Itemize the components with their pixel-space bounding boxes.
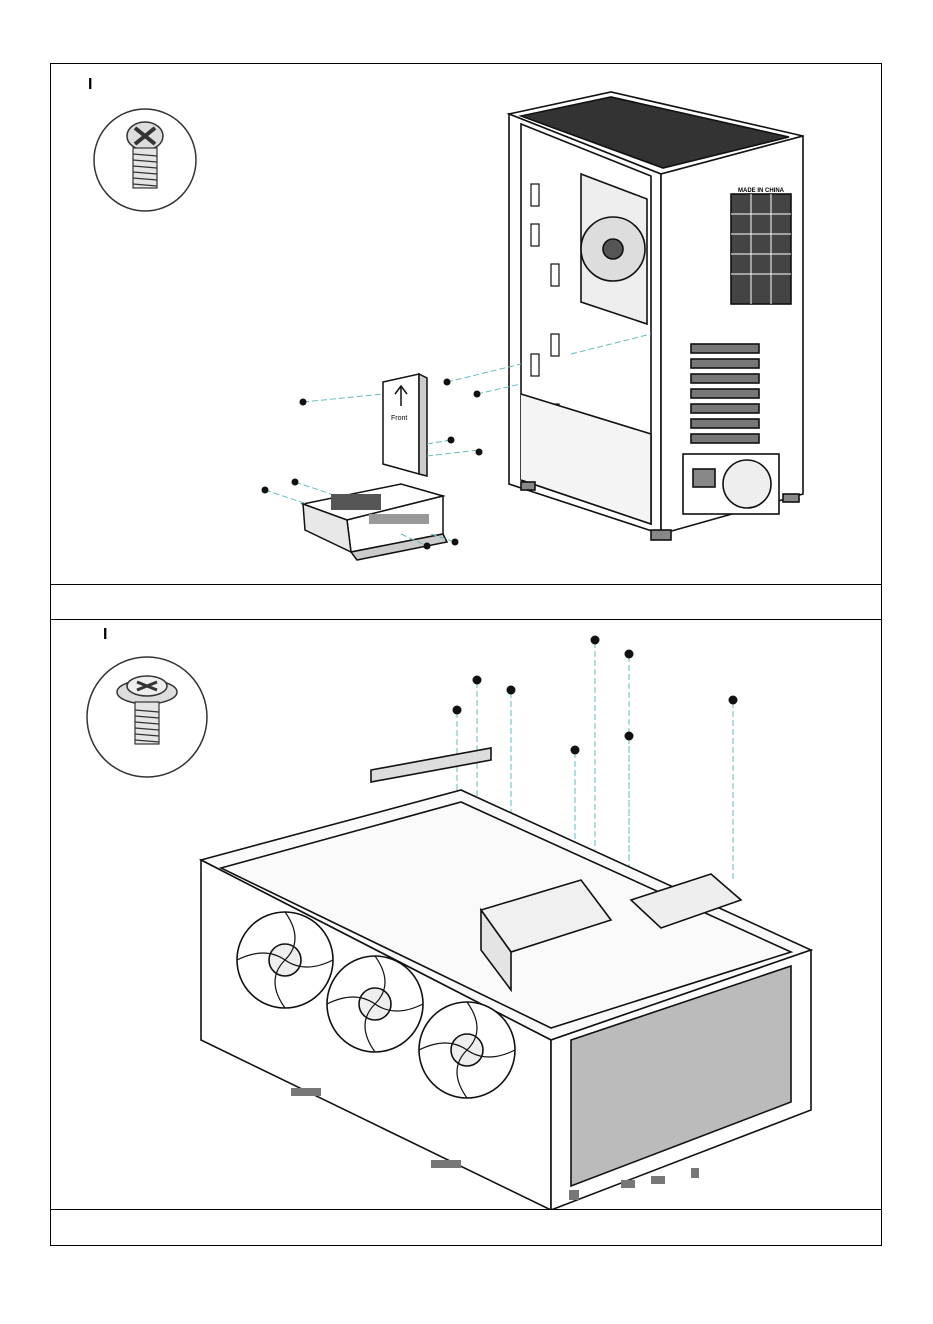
step2-caption-bar: [51, 1209, 881, 1245]
pc-case-horizontal-drawing: [201, 748, 811, 1209]
front-label: Front: [391, 415, 407, 422]
step1-illustration: MADE IN CHINA Front: [51, 64, 883, 584]
pc-case-drawing: [509, 92, 803, 540]
step1-caption-bar: [51, 584, 881, 620]
washer-head-screw-icon: [87, 657, 207, 777]
manual-page-frame: I: [50, 63, 882, 1246]
made-in-label: MADE IN CHINA: [738, 188, 785, 194]
step2-panel: I: [51, 620, 881, 1209]
pan-head-screw-icon: [94, 109, 196, 211]
step1-panel: I: [51, 64, 881, 584]
step2-illustration: [51, 620, 883, 1209]
ssd-drive-drawing: [383, 374, 427, 476]
